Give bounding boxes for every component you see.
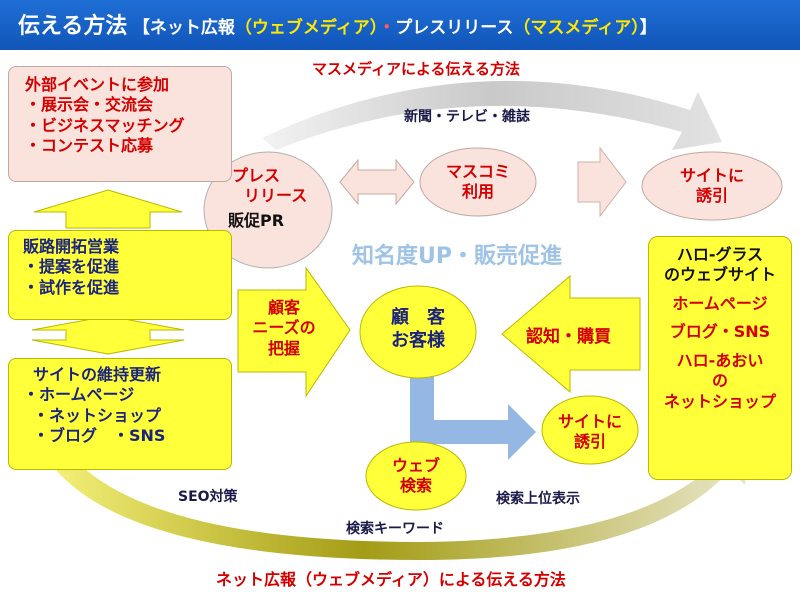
header-part1: ネット広報	[149, 18, 235, 38]
needs-line1: 顧客	[267, 298, 300, 317]
event-box-item: ・展示会・交流会	[25, 95, 154, 115]
masscomm-line1: マスコミ	[445, 162, 510, 181]
arrow-updown-left	[31, 315, 185, 355]
web-search-line1: ウェブ	[391, 456, 440, 475]
customer-line2: お客様	[391, 330, 445, 352]
press-text: プレス リリース 販促PR	[218, 166, 318, 231]
sales-box-item: ・試作を促進	[23, 277, 120, 297]
sales-box-title: 販路開拓営業	[23, 237, 120, 256]
web-search-text: ウェブ 検索	[368, 456, 464, 497]
press-line1: プレス	[232, 166, 281, 185]
site-mid-circle	[541, 395, 639, 465]
web-search-line2: 検索	[399, 476, 432, 496]
seo-label: SEO対策	[178, 489, 238, 505]
site-box-item: ・ホームページ	[23, 385, 135, 405]
recognition-text: 認知・購買	[526, 327, 611, 347]
header-bar: 伝える方法 【ネット広報（ウェブメディア）・プレスリリース（マスメディア）】	[0, 0, 800, 50]
header-open: 【	[132, 18, 150, 38]
event-box: 外部イベントに参加 ・展示会・交流会 ・ビジネスマッチング ・コンテスト応募	[8, 66, 232, 182]
customer-text: 顧 客 お客様	[360, 306, 476, 352]
website-box: ハロ-グラス のウェブサイト ホームページ ブログ・SNS ハロ-あおい の ネ…	[648, 236, 792, 480]
search-rank-label: 検索上位表示	[496, 491, 580, 507]
site-box-item: ・ブログ ・SNS	[33, 426, 166, 446]
keyword-label: 検索キーワード	[346, 521, 444, 537]
needs-text: 顧客 ニーズの 把握	[236, 298, 332, 359]
customer-line1: 顧 客	[391, 307, 445, 328]
site-maintenance-box: サイトの維持更新 ・ホームページ ・ネットショップ ・ブログ ・SNS	[8, 358, 232, 470]
header-title: 伝える方法	[18, 14, 128, 39]
bottom-arc-arrow	[48, 440, 748, 560]
event-box-item: ・コンテスト応募	[25, 136, 154, 156]
website-line1: ハロ-グラス	[676, 245, 764, 264]
newspaper-label: 新聞・テレビ・雑誌	[404, 109, 530, 125]
event-box-title: 外部イベントに参加	[25, 75, 170, 94]
masscomm-circle	[419, 147, 537, 217]
web-search-circle	[365, 441, 467, 511]
arrow-up-left	[33, 189, 183, 229]
press-sub: 販促PR	[228, 210, 285, 230]
header-paren2: （マスメディア）	[513, 18, 640, 38]
header-part2: プレスリリース	[395, 18, 514, 38]
center-text: 知名度UP・販売促進	[352, 244, 562, 269]
masscomm-text: マスコミ 利用	[420, 162, 536, 203]
website-line2: のウェブサイト	[663, 265, 776, 285]
site-box-item: ・ネットショップ	[33, 405, 162, 425]
website-line3: ホームページ	[672, 293, 768, 313]
top-arc-arrow	[262, 80, 722, 150]
header-dot: ・	[378, 18, 396, 38]
customer-circle	[359, 285, 477, 379]
site-mid-line2: 誘引	[573, 432, 606, 452]
header-paren1: （ウェブメディア）	[234, 18, 379, 38]
website-line7: ネットショップ	[663, 391, 776, 411]
double-arrow	[339, 158, 415, 206]
recognition-arrow-shape	[501, 274, 641, 394]
site-top-line1: サイトに	[679, 166, 744, 185]
website-line4: ブログ・SNS	[669, 322, 771, 342]
press-circle	[203, 151, 333, 269]
site-mid-text: サイトに 誘引	[544, 412, 636, 453]
needs-arrow-shape	[237, 266, 351, 398]
blue-l-arrow	[410, 366, 536, 460]
masscomm-line2: 利用	[461, 182, 494, 202]
header-close: 】	[639, 18, 657, 38]
needs-line3: 把握	[267, 338, 300, 358]
website-line6: の	[711, 371, 728, 391]
mass-media-title: マスメディアによる伝える方法	[312, 60, 521, 78]
site-top-line2: 誘引	[695, 186, 728, 206]
needs-line2: ニーズの	[252, 318, 316, 338]
site-top-circle	[641, 151, 783, 221]
site-box-title: サイトの維持更新	[33, 365, 162, 384]
sales-box: 販路開拓営業 ・提案を促進 ・試作を促進	[8, 230, 232, 320]
website-line5: ハロ-あおい	[676, 350, 764, 370]
arrow-to-site	[577, 146, 627, 218]
event-box-item: ・ビジネスマッチング	[25, 115, 185, 135]
sales-box-item: ・提案を促進	[23, 257, 120, 277]
site-mid-line1: サイトに	[557, 412, 622, 431]
net-pr-title: ネット広報（ウェブメディア）による伝える方法	[216, 570, 566, 589]
press-line2: リリース	[244, 186, 308, 206]
site-top-text: サイトに 誘引	[652, 166, 772, 207]
